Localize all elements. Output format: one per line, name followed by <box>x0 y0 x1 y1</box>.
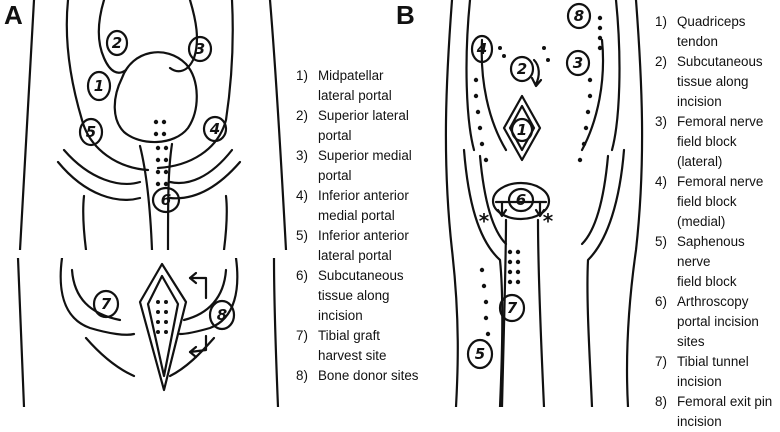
marker-a-7: 7 <box>92 289 120 319</box>
svg-text:4: 4 <box>476 40 487 58</box>
legend-a-item-3: 3)Superior medial portal <box>296 148 412 183</box>
legend-b-item-8: 8)Femoral exit pin incision <box>655 394 773 429</box>
panel-a-knee-sketch: 1 2 3 4 5 6 <box>18 0 288 250</box>
marker-b-7: 7 <box>498 293 526 323</box>
panel-b-legend: 1)Quadriceps tendon 2)Subcutaneous tissu… <box>655 12 780 432</box>
panel-a-tibia-sketch: 7 8 <box>16 258 280 407</box>
svg-text:6: 6 <box>161 191 171 209</box>
harvest-dots <box>156 300 168 334</box>
legend-b-item-2: 2)Subcutaneous tissue along incision <box>655 54 763 109</box>
legend-b-item-5: 5)Saphenous nerve field block <box>655 234 745 289</box>
svg-text:2: 2 <box>517 60 527 78</box>
marker-a-3: 3 <box>187 35 213 63</box>
marker-b-star-right: * <box>543 209 554 233</box>
marker-a-4: 4 <box>202 115 228 143</box>
marker-b-star-left: * <box>479 209 490 233</box>
legend-a-item-2: 2)Superior lateral portal <box>296 108 409 143</box>
svg-text:3: 3 <box>195 40 205 58</box>
marker-a-1: 1 <box>86 70 112 102</box>
marker-b-1: 1 <box>510 117 534 143</box>
svg-text:5: 5 <box>86 123 96 141</box>
incision-dots <box>153 119 169 187</box>
marker-b-5: 5 <box>466 338 494 370</box>
legend-b-item-4: 4)Femoral nerve field block (medial) <box>655 174 764 229</box>
marker-b-6: 6 <box>507 187 535 213</box>
legend-a-item-7: 7)Tibial graft harvest site <box>296 328 387 363</box>
svg-text:7: 7 <box>507 299 518 317</box>
panel-a-label: A <box>4 0 23 30</box>
legend-a-item-4: 4)Inferior anterior medial portal <box>296 188 409 223</box>
panel-b-label: B <box>396 0 415 30</box>
legend-a-item-5: 5)Inferior anterior lateral portal <box>296 228 409 263</box>
legend-b-item-1: 1)Quadriceps tendon <box>655 14 746 49</box>
marker-a-6: 6 <box>151 186 181 214</box>
svg-text:8: 8 <box>574 7 584 25</box>
marker-a-5: 5 <box>78 117 104 147</box>
marker-a-2: 2 <box>105 29 129 57</box>
svg-text:7: 7 <box>101 295 112 313</box>
nerve-block-dots <box>473 15 603 337</box>
panel-a-legend: 1)Midpatellar lateral portal 2)Superior … <box>296 66 430 386</box>
svg-text:3: 3 <box>573 54 583 72</box>
marker-b-8: 8 <box>566 2 592 30</box>
marker-a-8: 8 <box>208 299 236 331</box>
legend-a-item-8: 8)Bone donor sites <box>296 368 419 383</box>
svg-text:8: 8 <box>217 306 227 324</box>
legend-a-item-6: 6)Subcutaneous tissue along incision <box>296 268 404 323</box>
marker-b-2: 2 <box>509 55 535 83</box>
svg-text:4: 4 <box>209 120 220 138</box>
svg-text:2: 2 <box>112 34 122 52</box>
legend-b-item-6: 6)Arthroscopy portal incision sites <box>655 294 759 349</box>
legend-b-item-7: 7)Tibial tunnel incision <box>655 354 749 389</box>
svg-text:1: 1 <box>94 77 104 95</box>
legend-b-item-3: 3)Femoral nerve field block (lateral) <box>655 114 764 169</box>
marker-b-4: 4 <box>470 34 494 64</box>
legend-a-item-1: 1)Midpatellar lateral portal <box>296 68 392 103</box>
svg-text:1: 1 <box>517 121 527 139</box>
svg-text:6: 6 <box>516 191 526 209</box>
marker-b-3: 3 <box>565 49 591 77</box>
panel-b-leg-sketch: * * 1 2 3 4 5 6 7 8 <box>444 0 644 407</box>
svg-text:5: 5 <box>475 345 485 363</box>
